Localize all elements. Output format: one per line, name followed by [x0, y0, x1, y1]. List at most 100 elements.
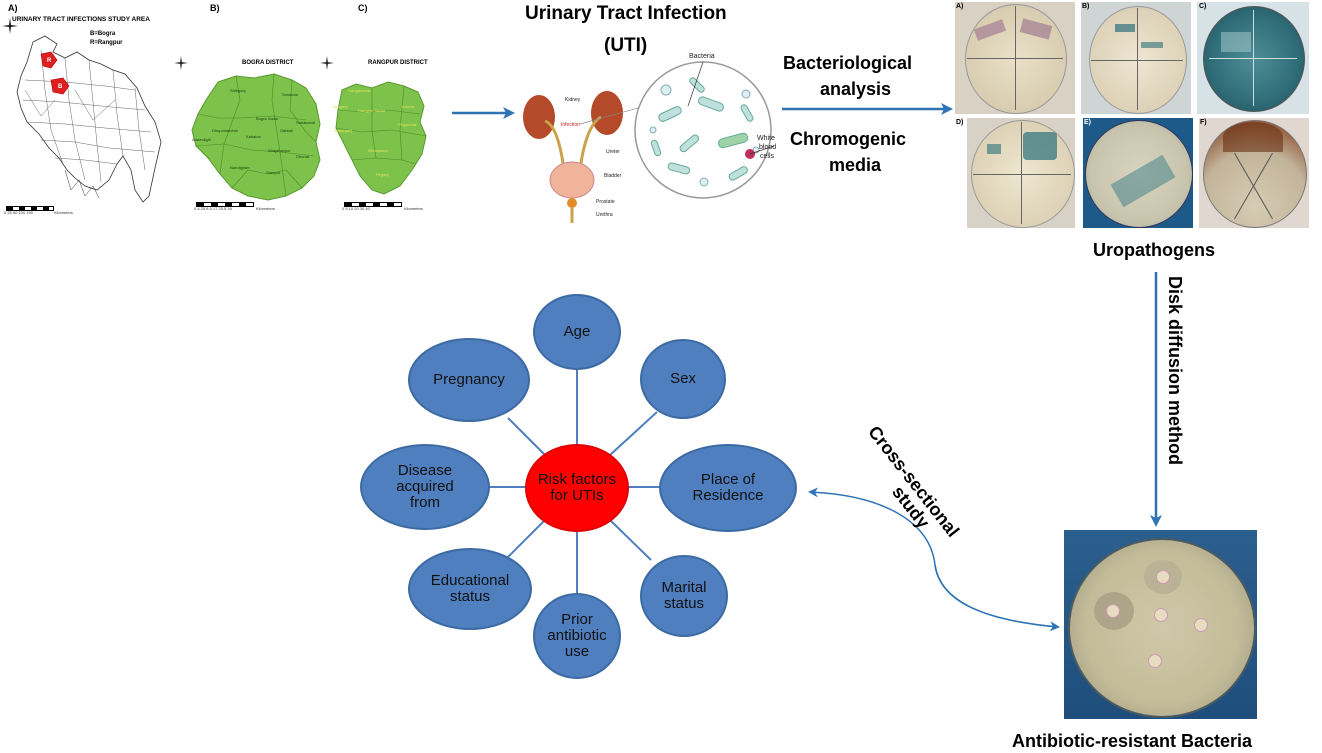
plate-letter-d: D): [956, 119, 964, 126]
plate-photo-c: [1197, 2, 1309, 114]
panel-letter-c: C): [358, 3, 368, 13]
map-a-marker-bogra: B: [58, 84, 63, 90]
rangpur-upazila-label: Taraganj: [332, 104, 348, 109]
rangpur-district-map: [335, 81, 427, 195]
connector-lines: [579, 107, 639, 125]
bangladesh-outline-map: [16, 35, 162, 203]
plate-photo-b: [1081, 2, 1191, 114]
map-c-scale-labels: 0 5 10 20 30 40: [342, 206, 370, 211]
plate-letter-e: E): [1084, 119, 1091, 126]
urinary-system-illustration: [523, 91, 623, 223]
map-a-legend-bogra: B=Bogra: [90, 31, 116, 37]
label-bacteria: Bacteria: [689, 53, 715, 60]
risk-node-prior-label: Prior antibiotic use: [547, 611, 607, 660]
uropathogens-caption: Uropathogens: [1093, 240, 1216, 260]
map-b-scale-bar: [196, 202, 254, 207]
rangpur-upazila-label: Mithapukur: [368, 148, 388, 153]
label-ureter: Ureter: [606, 149, 620, 155]
risk-node-sex: Sex: [640, 339, 726, 419]
plate-letter-a: A): [956, 3, 964, 10]
bogra-upazila-label: Sariakandi: [296, 120, 315, 125]
rangpur-upazila-label: Pirganj: [376, 172, 389, 177]
risk-node-education: Educational status: [408, 548, 532, 630]
risk-node-marital: Marital status: [640, 555, 728, 637]
risk-node-pregnancy: Pregnancy: [408, 338, 530, 422]
plate-photo-f: [1199, 118, 1309, 228]
map-panel-rangpur: C) RANGPUR DISTRICT Gangachara Kaunia Ra…: [318, 0, 448, 220]
rangpur-upazila-label: Gangachara: [348, 88, 371, 93]
arrow-label-bacteriological: Bacteriological: [783, 53, 913, 73]
risk-factors-center-node: Risk factors for UTIs: [525, 444, 629, 532]
rangpur-upazila-label: Rangpur Sadar: [358, 108, 386, 113]
map-a-legend-rangpur: R=Rangpur: [90, 40, 123, 46]
bogra-district-map: [191, 73, 321, 201]
rangpur-upazila-label: Pirgachha: [398, 122, 417, 127]
rangpur-upazila-label: Kaunia: [402, 104, 415, 109]
bogra-upazila-label: Dhupchanchia: [212, 128, 238, 133]
label-wbc-1: White: [757, 135, 775, 142]
label-wbc-2: blood: [759, 144, 777, 151]
risk-node-residence: Place of Residence: [659, 444, 797, 532]
label-bladder: Bladder: [604, 173, 622, 179]
risk-center-label: Risk factors for UTIs: [537, 471, 617, 504]
label-kidney: Kidney: [565, 97, 581, 103]
plate-letter-b: B): [1082, 3, 1090, 10]
plate-photo-d: [967, 118, 1075, 228]
bogra-upazila-label: Shajahanpur: [268, 148, 291, 153]
bogra-upazila-label: Gabtali: [280, 128, 293, 133]
bogra-upazila-label: Dhunat: [296, 154, 309, 159]
map-b-title: BOGRA DISTRICT: [242, 60, 294, 66]
risk-node-pregnancy-label: Pregnancy: [433, 371, 505, 388]
arrow-label-chromogenic: Chromogenic: [790, 129, 907, 149]
bogra-upazila-label: Sonatola: [282, 92, 298, 97]
plate-letter-c: C): [1199, 3, 1207, 10]
arrow-label-media: media: [829, 155, 882, 175]
risk-node-disease-label: Disease acquired from: [396, 462, 454, 511]
panel-letter-b: B): [210, 3, 220, 13]
risk-node-sex-label: Sex: [670, 370, 696, 387]
map-panel-bogra: B) BOGRA DISTRICT Shibganj Sonatola Bogr…: [170, 0, 330, 220]
bogra-upazila-label: Adamdighi: [192, 137, 211, 142]
plates-grid: A) B) C) D) E) F): [955, 2, 1310, 230]
risk-node-age-label: Age: [563, 323, 591, 340]
compass-icon: [2, 18, 18, 34]
map-a-marker-rangpur: R: [47, 58, 52, 64]
plate-photo-e: [1083, 118, 1193, 228]
risk-node-age: Age: [533, 294, 621, 370]
map-a-title: URINARY TRACT INFECTIONS STUDY AREA: [12, 16, 150, 23]
map-a-scale-bar: [6, 206, 54, 211]
antibiotic-resistant-caption: Antibiotic-resistant Bacteria: [1012, 731, 1253, 751]
arrow-label-analysis: analysis: [820, 79, 892, 99]
map-panel-bangladesh: A) URINARY TRACT INFECTIONS STUDY AREA B…: [0, 0, 165, 220]
plate-photo-a: [955, 2, 1075, 114]
label-urethra: Urethra: [596, 212, 613, 218]
risk-node-education-label: Educational status: [430, 572, 510, 605]
compass-icon: [320, 56, 334, 70]
bogra-upazila-label: Nandigram: [230, 165, 250, 170]
bacteria-zoom-circle: [634, 61, 775, 199]
uti-title-line2: (UTI): [604, 35, 648, 56]
label-prostate: Prostate: [596, 199, 615, 205]
label-infection: Infection: [561, 122, 580, 128]
compass-icon: [174, 56, 188, 70]
map-c-title: RANGPUR DISTRICT: [368, 60, 428, 66]
disk-diffusion-plate-photo: [1064, 530, 1257, 719]
map-b-scale-labels: 0 4.25 8.5 17 25.5 34: [194, 206, 232, 211]
arrow-label-disk-diffusion: Disk diffusion method: [1165, 276, 1185, 465]
risk-node-disease-source: Disease acquired from: [360, 444, 490, 530]
map-c-scale-bar: [344, 202, 402, 207]
risk-node-marital-label: Marital status: [661, 579, 707, 612]
bogra-upazila-label: Sherpur: [266, 170, 281, 175]
risk-node-prior-antibiotic: Prior antibiotic use: [533, 593, 621, 679]
panel-letter-a: A): [8, 3, 18, 13]
uti-title-line1: Urinary Tract Infection: [525, 3, 727, 24]
bogra-upazila-label: Shibganj: [230, 88, 246, 93]
map-a-scale-unit: Kilometers: [54, 210, 73, 215]
label-wbc-3: cells: [760, 153, 775, 160]
bogra-upazila-label: Kahaloo: [246, 134, 261, 139]
plate-letter-f: F): [1200, 119, 1207, 126]
risk-node-residence-label: Place of Residence: [692, 471, 764, 504]
rangpur-upazila-label: Badarganj: [334, 128, 353, 133]
map-c-scale-unit: Kilometers: [404, 206, 423, 211]
